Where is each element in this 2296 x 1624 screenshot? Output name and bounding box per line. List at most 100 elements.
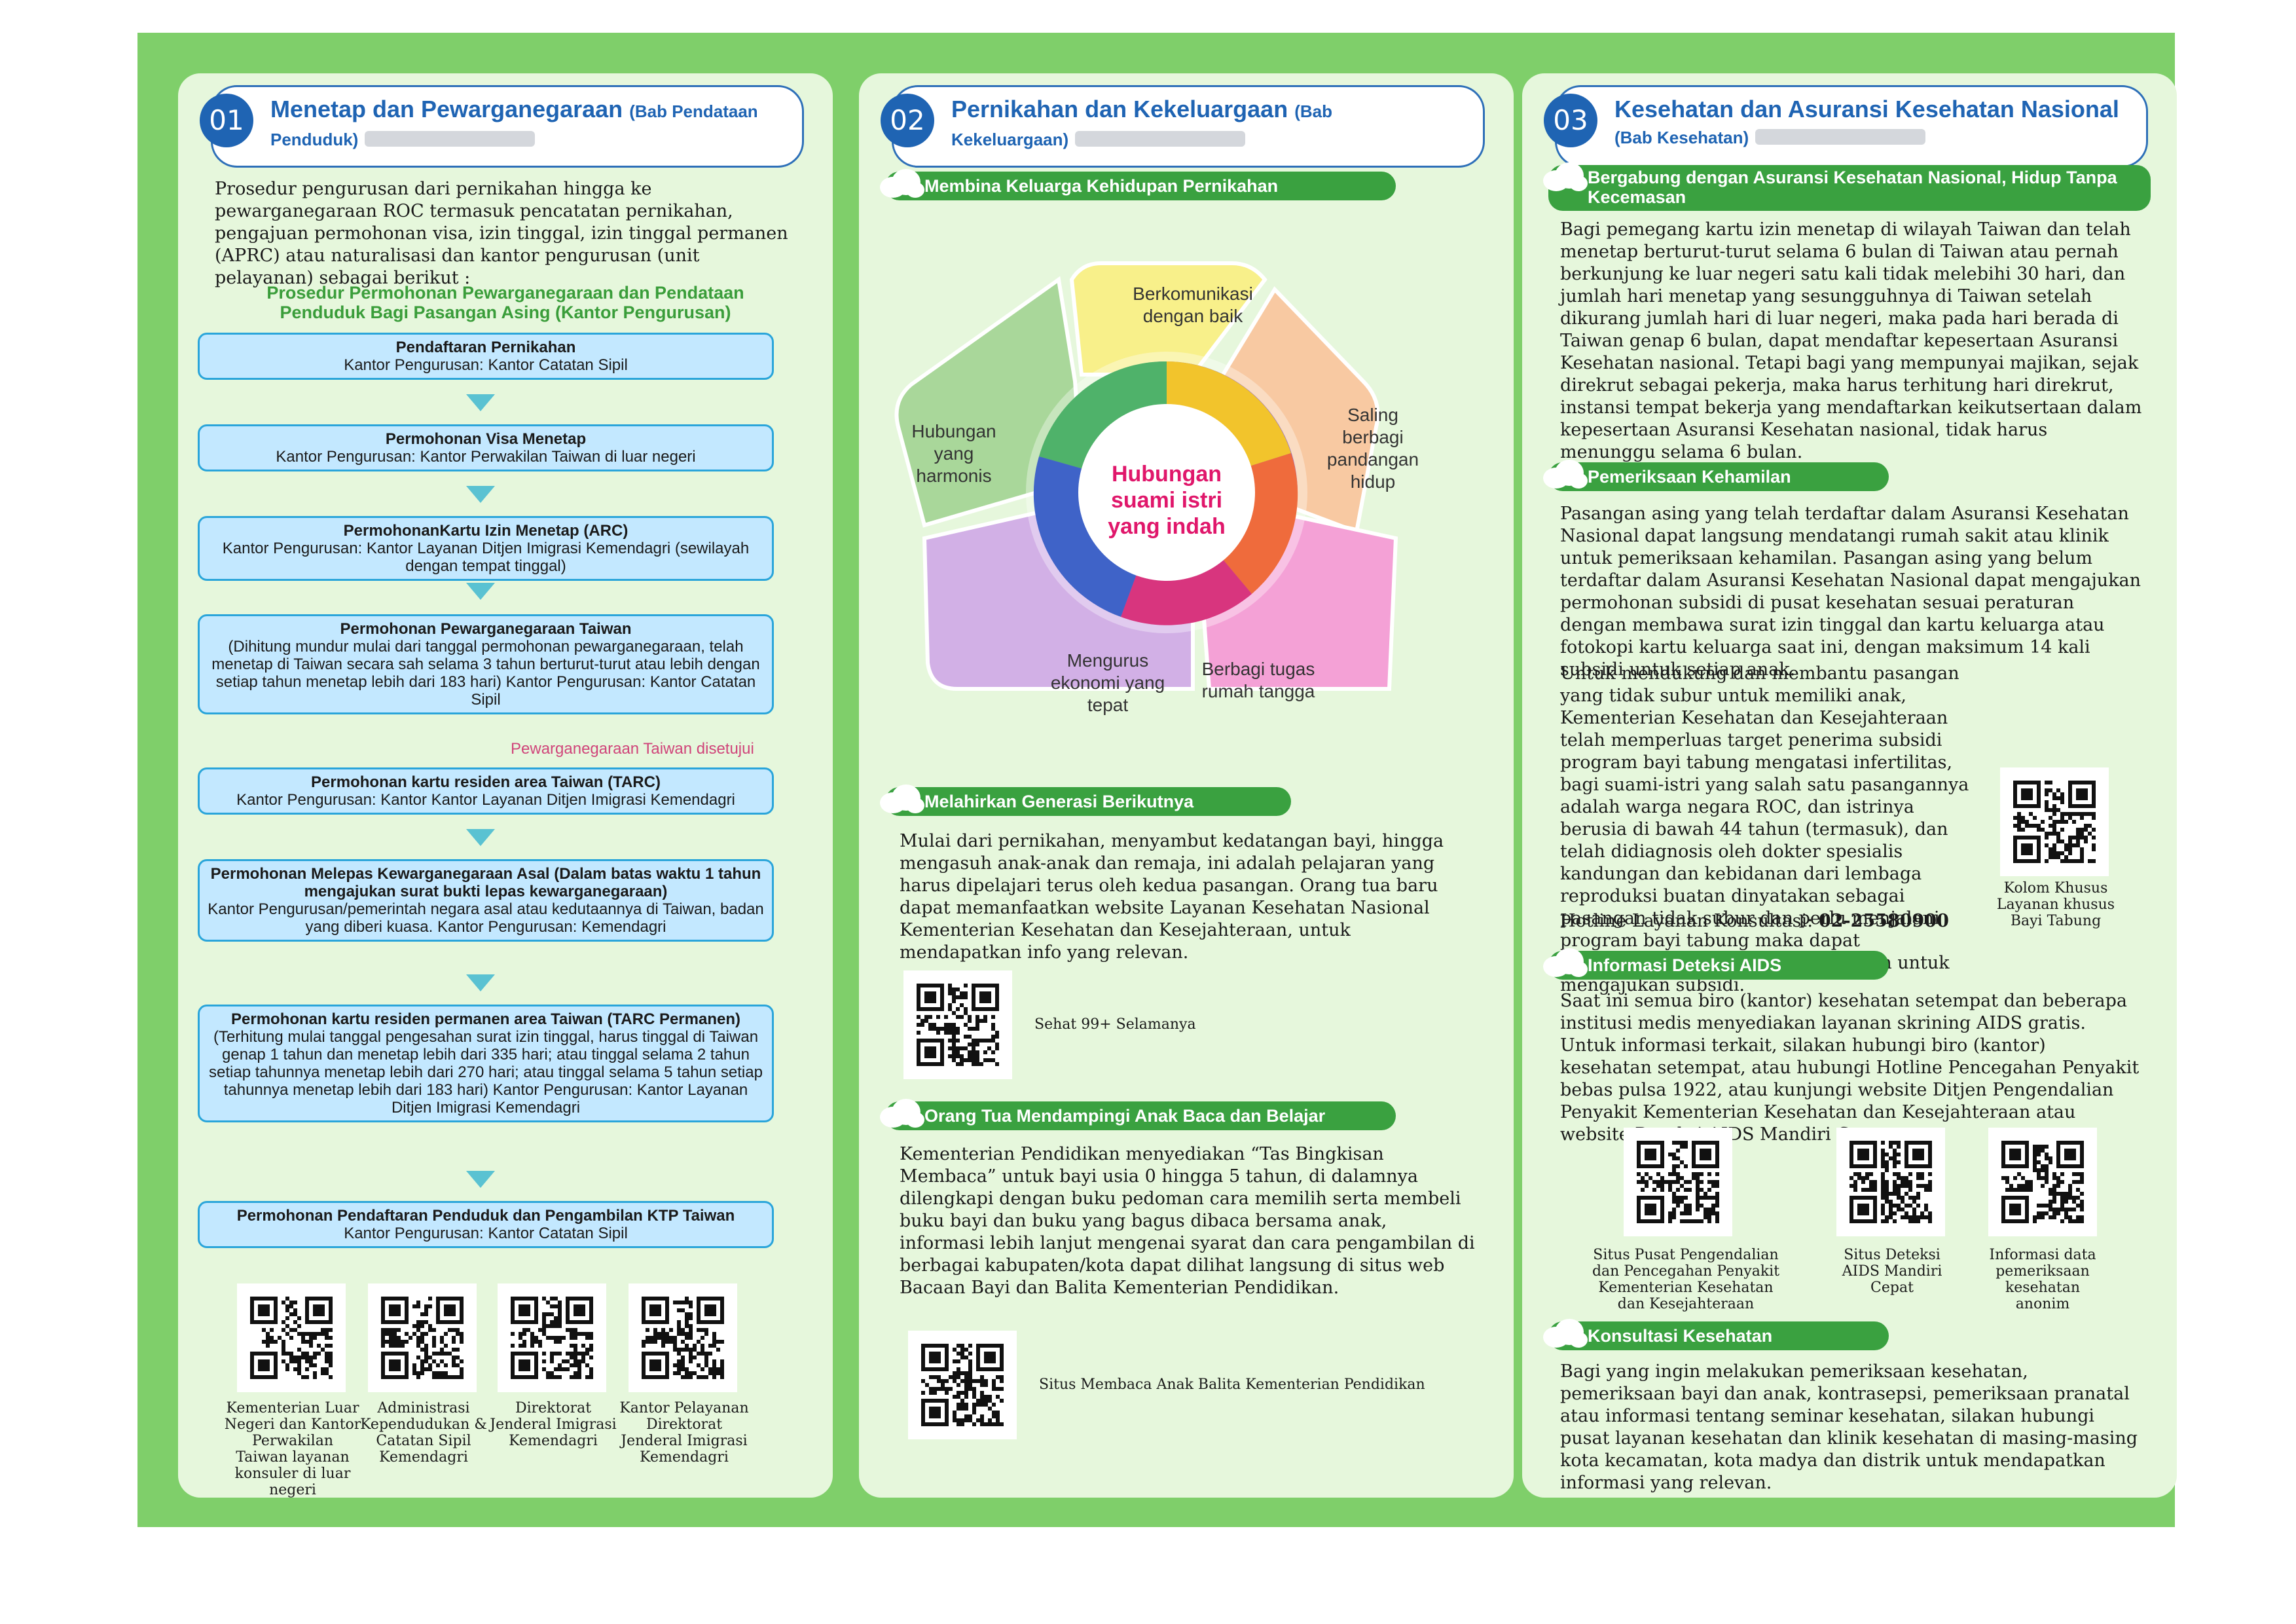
flow-step-detail: Kantor Pengurusan: Kantor Catatan Sipil bbox=[344, 1225, 628, 1242]
pentagon-diagram bbox=[894, 261, 1398, 691]
qr-code[interactable] bbox=[368, 1283, 477, 1392]
flow-step-title: Permohonan Pewarganegaraan Taiwan bbox=[340, 620, 632, 638]
flow-step-5: Permohonan kartu residen area Taiwan (TA… bbox=[198, 767, 774, 815]
panel1-title-main: Menetap dan Pewarganegaraan bbox=[270, 96, 623, 122]
flow-step-title: Permohonan Melepas Kewarganegaraan Asal … bbox=[210, 865, 761, 900]
panel2-section2-text: Mulai dari pernikahan, menyambut kedatan… bbox=[900, 831, 1444, 963]
panel1-number-badge: 01 bbox=[200, 94, 253, 147]
qr-pattern bbox=[1637, 1141, 1719, 1223]
panel2-header: 02 Pernikahan dan Kekeluargaan (Bab Keke… bbox=[881, 85, 1485, 168]
section-title: Melahirkan Generasi Berikutnya bbox=[924, 792, 1194, 811]
panel3-title: Kesehatan dan Asuransi Kesehatan Nasiona… bbox=[1614, 96, 2138, 151]
panel2-title-main: Pernikahan dan Kekeluargaan bbox=[951, 96, 1288, 122]
panel2-title-sub2: Kekeluargaan) bbox=[951, 130, 1069, 149]
panel1-header: 01 Menetap dan Pewarganegaraan (Bab Pend… bbox=[200, 85, 804, 168]
qr-pattern bbox=[917, 984, 999, 1066]
qr-caption: Kolom Khusus Layanan khusus Bayi Tabung bbox=[1996, 880, 2115, 929]
flow-step-title: Permohonan kartu residen permanen area T… bbox=[231, 1010, 740, 1028]
section-bar: Melahirkan Generasi Berikutnya bbox=[880, 784, 1291, 816]
qr-caption: Situs Membaca Anak Balita Kementerian Pe… bbox=[1039, 1376, 1425, 1393]
cloud-icon bbox=[1543, 948, 1588, 977]
section-bar: Informasi Deteksi AIDS bbox=[1543, 948, 1889, 980]
cloud-icon bbox=[880, 1099, 924, 1128]
cloud-icon bbox=[1543, 162, 1588, 191]
qr-pattern bbox=[511, 1297, 593, 1379]
panel1-intro: Prosedur pengurusan dari pernikahan hing… bbox=[215, 179, 788, 288]
flow-step-title: Permohonan Pendaftaran Penduduk dan Peng… bbox=[236, 1207, 735, 1225]
flow-step-detail: Kantor Pengurusan: Kantor Perwakilan Tai… bbox=[276, 448, 696, 466]
flow-step-detail: Kantor Pengurusan: Kantor Layanan Ditjen… bbox=[222, 540, 750, 575]
qr-pattern bbox=[250, 1297, 333, 1379]
section-title: Informasi Deteksi AIDS bbox=[1588, 955, 1782, 975]
flow-arrow bbox=[466, 394, 495, 411]
blurred-chinese-text bbox=[1755, 129, 1926, 145]
qr-code[interactable] bbox=[2000, 767, 2109, 876]
qr-code[interactable] bbox=[498, 1283, 606, 1392]
panel3-title-sub1: (Bab Kesehatan) bbox=[1614, 128, 1749, 147]
pentagon-label-left: Hubungan yang harmonis bbox=[911, 421, 996, 486]
qr-code[interactable] bbox=[629, 1283, 737, 1392]
section-bar: Pemeriksaan Kehamilan bbox=[1543, 460, 1889, 491]
qr-code[interactable] bbox=[908, 1331, 1017, 1439]
flow-step-title: PermohonanKartu Izin Menetap (ARC) bbox=[343, 522, 629, 540]
flow-step-detail: Kantor Pengurusan: Kantor Kantor Layanan… bbox=[236, 791, 735, 809]
qr-caption: Situs Deteksi AIDS Mandiri Cepat bbox=[1842, 1247, 1942, 1296]
panel3-section2-text2: Untuk mendukung dan membantu pasangan ya… bbox=[1560, 663, 1969, 995]
panel3-number-badge: 03 bbox=[1544, 94, 1597, 147]
section-title: Bergabung dengan Asuransi Kesehatan Nasi… bbox=[1588, 168, 2117, 207]
qr-caption: Kantor Pelayanan Direktorat Jenderal Imi… bbox=[619, 1400, 749, 1466]
flow-step-6: Permohonan Melepas Kewarganegaraan Asal … bbox=[198, 859, 774, 942]
cloud-icon bbox=[880, 169, 924, 198]
qr-code[interactable] bbox=[1836, 1128, 1945, 1236]
qr-code[interactable] bbox=[1624, 1128, 1732, 1236]
panel2-title-sub1: (Bab bbox=[1294, 101, 1332, 121]
flow-step-detail: Kantor Pengurusan/pemerintah negara asal… bbox=[208, 900, 764, 936]
pentagon-label-bottom-left: Mengurus ekonomi yang tepat bbox=[1050, 650, 1165, 715]
panel-marriage-family: 02 Pernikahan dan Kekeluargaan (Bab Keke… bbox=[859, 73, 1514, 1498]
qr-caption: Kementerian Luar Negeri dan Kantor Perwa… bbox=[224, 1400, 361, 1498]
qr-pattern bbox=[2001, 1141, 2084, 1223]
pentagon-center-label: Hubungan suami istri yang indah bbox=[1108, 462, 1226, 539]
qr-pattern bbox=[642, 1297, 724, 1379]
flow-arrow bbox=[466, 974, 495, 991]
qr-code[interactable] bbox=[237, 1283, 346, 1392]
section-bar: Konsultasi Kesehatan bbox=[1543, 1319, 1889, 1350]
panel3-section1-text: Bagi pemegang kartu izin menetap di wila… bbox=[1560, 219, 2142, 462]
flow-arrow bbox=[466, 1171, 495, 1188]
panel1-title-sub2: Penduduk) bbox=[270, 130, 359, 149]
panel3-section4-text: Bagi yang ingin melakukan pemeriksaan ke… bbox=[1560, 1361, 2138, 1493]
hotline-number: 02-25580900 bbox=[1818, 911, 1949, 931]
panel3-title-main: Kesehatan dan Asuransi Kesehatan Nasiona… bbox=[1614, 96, 2119, 122]
panel-residence-citizenship: 01 Menetap dan Pewarganegaraan (Bab Pend… bbox=[178, 73, 833, 1498]
flow-step-detail: (Terhitung mulai tanggal pengesahan sura… bbox=[209, 1028, 763, 1116]
flow-title: Prosedur Permohonan Pewarganegaraan dan … bbox=[266, 283, 744, 322]
hotline-label: Hotline Layanan Konsultasi: bbox=[1560, 911, 1813, 931]
cloud-icon bbox=[880, 784, 924, 813]
qr-code[interactable] bbox=[903, 970, 1012, 1079]
flow-arrow bbox=[466, 829, 495, 846]
flow-arrow bbox=[466, 486, 495, 503]
section-title: Konsultasi Kesehatan bbox=[1588, 1326, 1773, 1346]
qr-pattern bbox=[2013, 781, 2096, 863]
cloud-icon bbox=[1543, 1319, 1588, 1348]
flow-step-4: Permohonan Pewarganegaraan Taiwan(Dihitu… bbox=[198, 614, 774, 714]
blurred-chinese-text bbox=[1075, 131, 1246, 147]
flow-step-title: Permohonan kartu residen area Taiwan (TA… bbox=[311, 773, 661, 791]
section-title: Membina Keluarga Kehidupan Pernikahan bbox=[924, 176, 1279, 196]
panel-health-insurance: 03 Kesehatan dan Asuransi Kesehatan Nasi… bbox=[1522, 73, 2177, 1498]
qr-caption: Situs Pusat Pengendalian dan Pencegahan … bbox=[1592, 1247, 1780, 1312]
section-bar: Bergabung dengan Asuransi Kesehatan Nasi… bbox=[1543, 162, 2151, 211]
section-bar: Orang Tua Mendampingi Anak Baca dan Bela… bbox=[880, 1099, 1396, 1130]
hotline: Hotline Layanan Konsultasi: 02-25580900 bbox=[1560, 910, 2018, 932]
qr-pattern bbox=[921, 1344, 1004, 1426]
flow-step-title: Permohonan Visa Menetap bbox=[385, 430, 587, 448]
qr-caption: Sehat 99+ Selamanya bbox=[1034, 1016, 1196, 1033]
qr-caption: Administrasi Kependudukan & Catatan Sipi… bbox=[360, 1400, 487, 1466]
flow-step-detail: Kantor Pengurusan: Kantor Catatan Sipil bbox=[344, 356, 628, 374]
qr-caption: Direktorat Jenderal Imigrasi Kemendagri bbox=[490, 1400, 617, 1449]
panel3-section3-text: Saat ini semua biro (kantor) kesehatan s… bbox=[1560, 991, 2140, 1145]
blurred-chinese-text bbox=[365, 131, 536, 147]
qr-pattern bbox=[381, 1297, 464, 1379]
qr-code[interactable] bbox=[1988, 1128, 2097, 1236]
